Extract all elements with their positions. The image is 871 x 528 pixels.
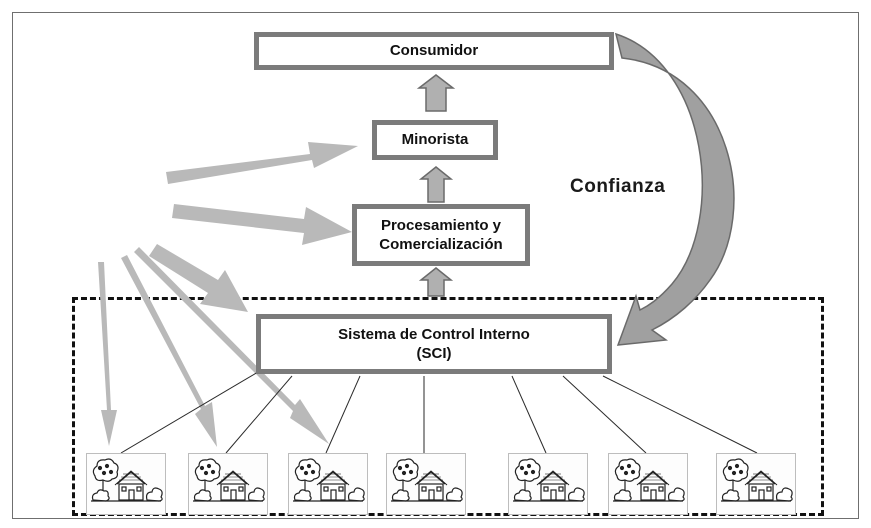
- farm-3: [288, 453, 368, 515]
- farm-icon: [609, 454, 687, 519]
- consumer-box: Consumidor: [254, 32, 614, 70]
- information-arrows: [98, 142, 358, 447]
- farm-icon: [87, 454, 165, 519]
- retailer-box: Minorista: [372, 120, 498, 160]
- ics-label-line1: Sistema de Control Interno: [338, 325, 530, 343]
- arrow-to-sci: [149, 244, 248, 312]
- farm-icon: [289, 454, 367, 519]
- arrow-to-farm-2: [121, 255, 217, 447]
- farm-icon: [189, 454, 267, 519]
- farm-2: [188, 453, 268, 515]
- consumer-label: Consumidor: [389, 42, 479, 60]
- arrow-minorista-to-consumidor: [416, 74, 456, 112]
- trust-arrow: [614, 32, 735, 346]
- arrow-to-minorista: [166, 142, 358, 184]
- diagram-frame: [12, 12, 859, 519]
- processing-label-line2: Comercialización: [379, 236, 503, 253]
- arrow-procesamiento-to-minorista: [418, 166, 454, 203]
- trust-label: Confianza: [570, 176, 666, 197]
- arrow-to-farm-1: [98, 262, 117, 446]
- arrow-sci-to-procesamiento: [418, 267, 454, 297]
- farm-4: [386, 453, 466, 515]
- retailer-label: Minorista: [401, 131, 469, 149]
- farm-1: [86, 453, 166, 515]
- sci-farm-links: [120, 371, 758, 454]
- arrow-to-farm-3: [134, 247, 329, 444]
- processing-label-line1: Procesamiento y: [380, 216, 502, 234]
- ics-label-line2: (SCI): [416, 345, 452, 362]
- farm-7: [716, 453, 796, 515]
- processing-box: Procesamiento y Comercialización: [352, 204, 530, 266]
- farm-icon: [387, 454, 465, 519]
- farm-icon: [509, 454, 587, 519]
- ics-box: Sistema de Control Interno (SCI): [256, 314, 612, 374]
- farm-5: [508, 453, 588, 515]
- arrow-to-procesamiento: [172, 204, 352, 245]
- farm-icon: [717, 454, 795, 519]
- farm-6: [608, 453, 688, 515]
